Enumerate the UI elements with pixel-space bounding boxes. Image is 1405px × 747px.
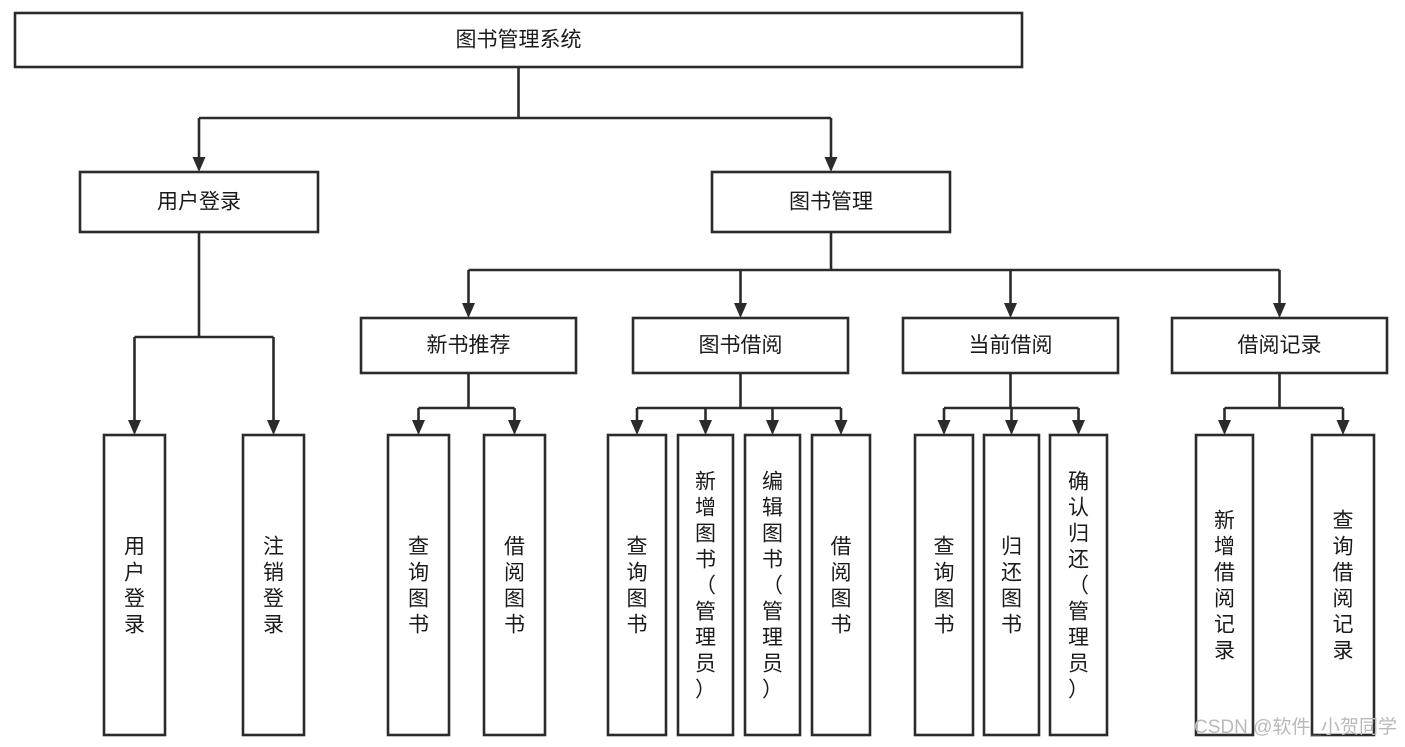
node-leaf-edit-book[interactable]: 编辑图书（管理员）	[743, 433, 802, 737]
node-box	[1194, 433, 1255, 737]
csdn-watermark: CSDN @软件_小贺同学	[1194, 716, 1397, 738]
node-leaf-borrow-book-1[interactable]: 借阅图书	[482, 433, 547, 737]
node-layer: 图书管理系统用户登录图书管理新书推荐图书借阅当前借阅借阅记录用户登录注销登录查询…	[13, 11, 1389, 737]
node-box	[482, 433, 547, 737]
node-box	[1048, 433, 1109, 737]
node-label: 注销登录	[263, 535, 284, 636]
arrow-head-leaf_logout	[267, 420, 280, 435]
node-box	[1310, 433, 1376, 737]
node-leaf-confirm-return[interactable]: 确认归还（管理员）	[1048, 433, 1109, 737]
arrow-head-current_borrow	[1004, 303, 1017, 318]
node-box	[810, 433, 872, 737]
node-box	[631, 316, 850, 375]
arrow-head-leaf_query_book_1	[412, 420, 425, 435]
node-label: 归还图书	[1001, 535, 1022, 636]
node-label: 当前借阅	[969, 334, 1053, 357]
node-box	[913, 433, 975, 737]
node-label: 查询图书	[934, 535, 955, 636]
node-box	[102, 433, 167, 737]
arrow-head-leaf_return_book	[1005, 420, 1018, 435]
node-borrow-record[interactable]: 借阅记录	[1170, 316, 1389, 375]
node-leaf-user-login[interactable]: 用户登录	[102, 433, 167, 737]
node-current-borrow[interactable]: 当前借阅	[901, 316, 1120, 375]
arrow-head-leaf_add_record	[1218, 420, 1231, 435]
node-box	[78, 170, 320, 234]
node-box	[606, 433, 668, 737]
node-leaf-query-book-2[interactable]: 查询图书	[606, 433, 668, 737]
node-box	[1170, 316, 1389, 375]
node-box	[241, 433, 306, 737]
edge-layer	[128, 67, 1350, 435]
node-label: 图书借阅	[699, 334, 783, 357]
node-label: 确认归还（管理员）	[1068, 470, 1089, 701]
node-book-borrow[interactable]: 图书借阅	[631, 316, 850, 375]
node-label: 查询借阅记录	[1333, 509, 1354, 662]
arrow-head-leaf_query_book_3	[937, 420, 951, 435]
node-label: 图书管理系统	[456, 29, 582, 52]
node-label: 编辑图书（管理员）	[762, 470, 783, 701]
arrow-head-book_borrow	[734, 303, 747, 318]
arrow-head-borrow_record	[1273, 303, 1286, 318]
node-label: 新增图书（管理员）	[695, 470, 716, 701]
arrow-head-leaf_edit_book	[766, 420, 779, 435]
node-box	[13, 11, 1024, 69]
arrow-head-leaf_user_login	[128, 420, 141, 435]
arrow-head-user_login	[192, 157, 206, 172]
node-label: 查询图书	[627, 535, 648, 636]
node-leaf-add-record[interactable]: 新增借阅记录	[1194, 433, 1255, 737]
node-label: 借阅记录	[1238, 334, 1322, 357]
node-new-book-rec[interactable]: 新书推荐	[359, 316, 578, 375]
node-root[interactable]: 图书管理系统	[13, 11, 1024, 69]
node-box	[710, 170, 952, 234]
node-label: 新书推荐	[427, 334, 511, 357]
node-box	[743, 433, 802, 737]
arrow-head-new_book_rec	[462, 303, 475, 318]
node-box	[386, 433, 451, 737]
node-leaf-add-book[interactable]: 新增图书（管理员）	[676, 433, 735, 737]
node-label: 图书管理	[789, 191, 873, 214]
node-box	[676, 433, 735, 737]
arrow-head-leaf_add_book	[699, 420, 712, 435]
node-leaf-query-record[interactable]: 查询借阅记录	[1310, 433, 1376, 737]
arrow-head-leaf_borrow_book_1	[508, 420, 521, 435]
node-label: 查询图书	[408, 535, 429, 636]
node-label: 用户登录	[157, 191, 241, 214]
node-box	[359, 316, 578, 375]
arrow-head-leaf_query_book_2	[630, 420, 644, 435]
arrow-head-leaf_query_record	[1336, 420, 1350, 435]
node-leaf-logout[interactable]: 注销登录	[241, 433, 306, 737]
arrow-head-leaf_borrow_book_2	[834, 420, 848, 435]
node-label: 用户登录	[124, 535, 145, 636]
arrow-head-leaf_confirm_return	[1072, 420, 1085, 435]
arrow-head-book_manage	[824, 157, 838, 172]
node-leaf-borrow-book-2[interactable]: 借阅图书	[810, 433, 872, 737]
node-user-login[interactable]: 用户登录	[78, 170, 320, 234]
node-leaf-query-book-3[interactable]: 查询图书	[913, 433, 975, 737]
node-label: 借阅图书	[504, 535, 525, 636]
node-box	[982, 433, 1041, 737]
node-book-manage[interactable]: 图书管理	[710, 170, 952, 234]
node-label: 借阅图书	[831, 535, 852, 636]
node-leaf-query-book-1[interactable]: 查询图书	[386, 433, 451, 737]
node-leaf-return-book[interactable]: 归还图书	[982, 433, 1041, 737]
node-box	[901, 316, 1120, 375]
node-label: 新增借阅记录	[1214, 509, 1235, 662]
